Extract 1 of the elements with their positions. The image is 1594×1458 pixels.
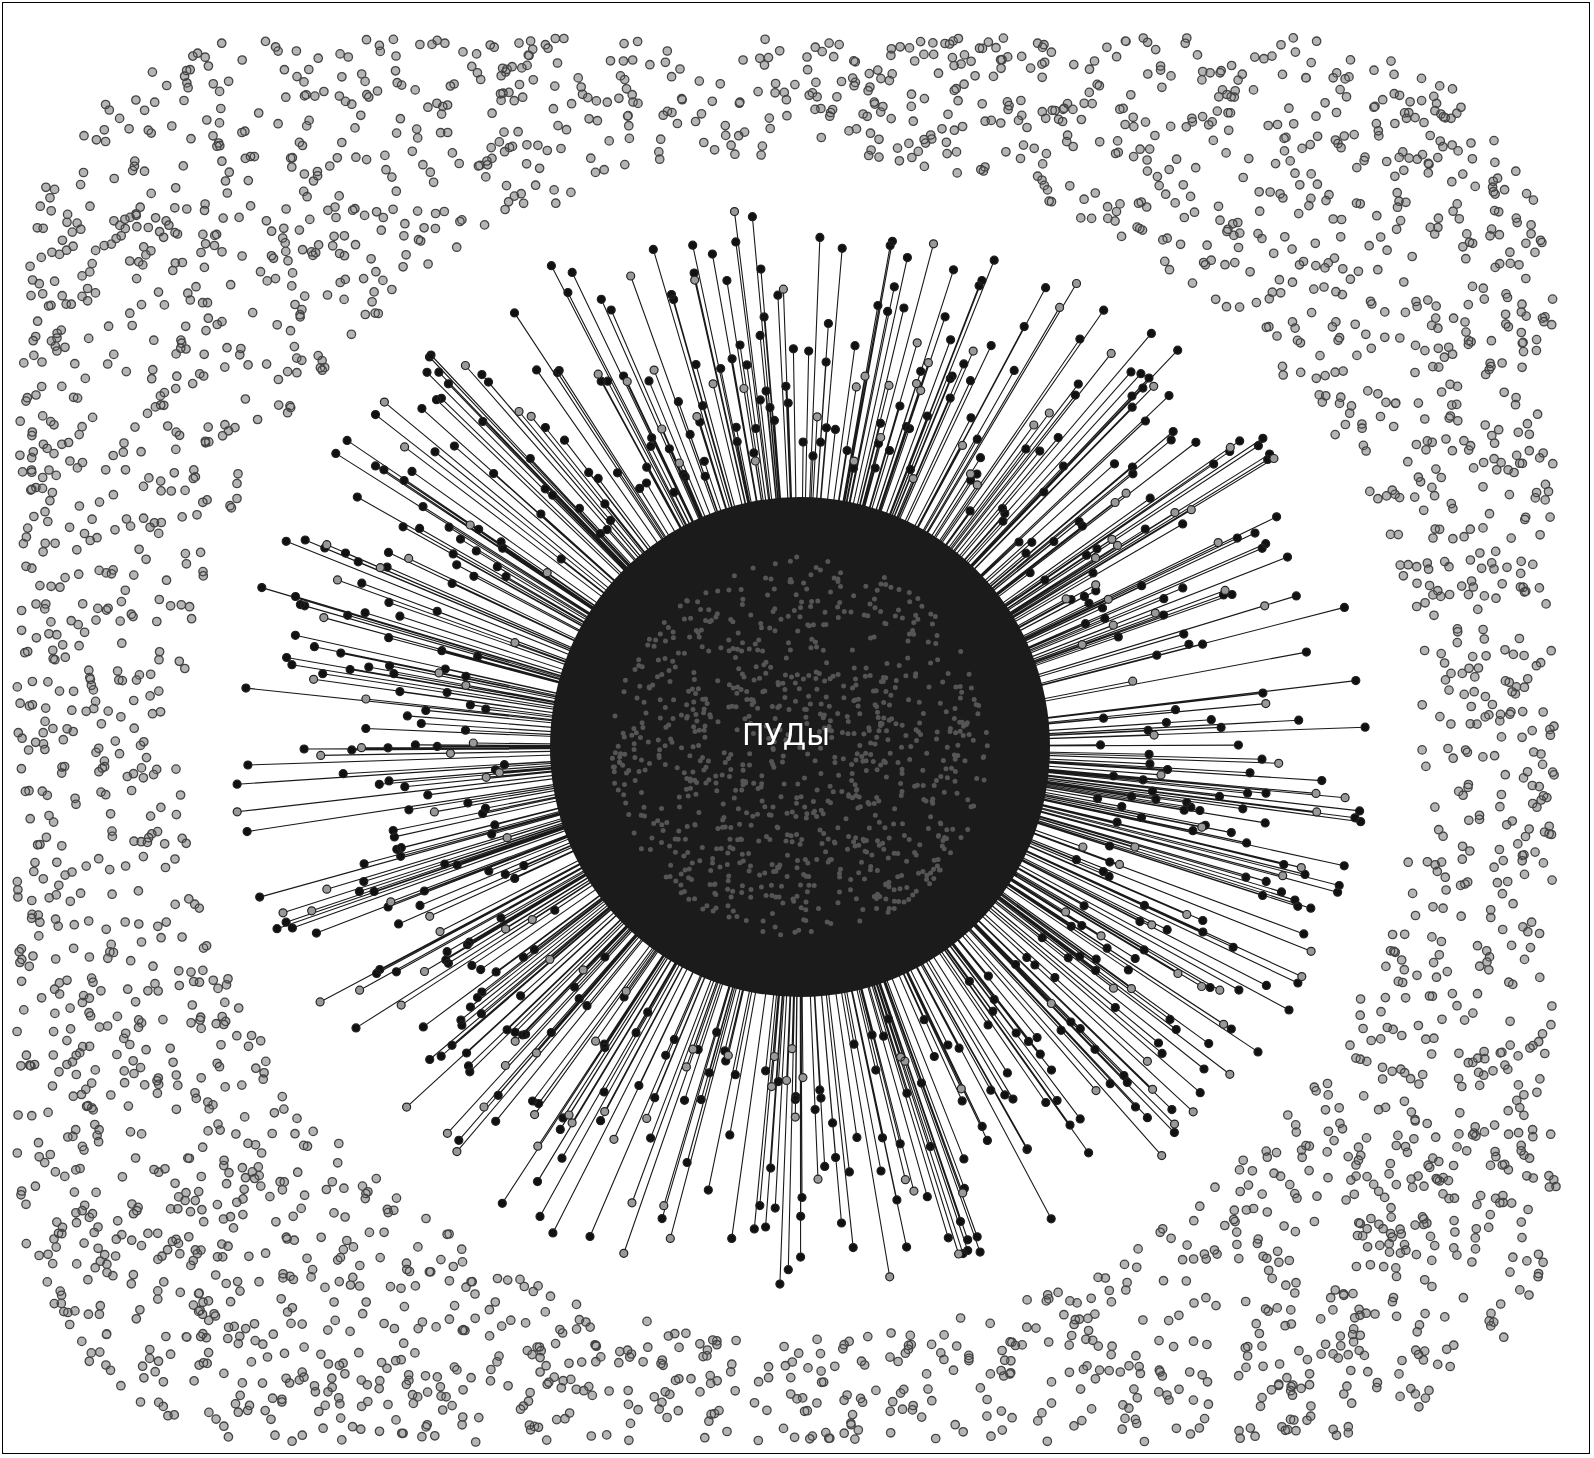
hub-label: ПУДы: [742, 717, 830, 752]
